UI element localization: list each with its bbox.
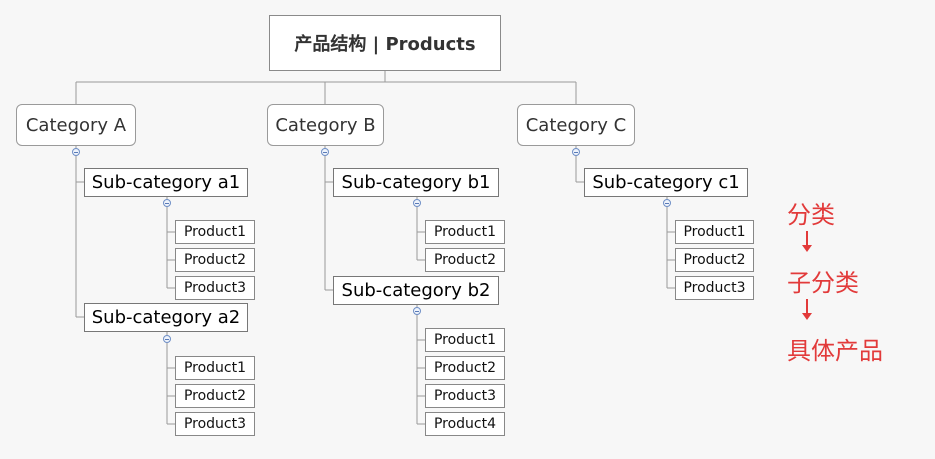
subcategory-node-b2[interactable]: Sub-category b2	[333, 276, 499, 305]
down-arrow-icon	[802, 299, 812, 320]
product-node[interactable]: Product1	[175, 220, 255, 244]
product-node[interactable]: Product3	[175, 276, 255, 300]
product-node[interactable]: Product2	[675, 248, 754, 272]
collapse-minus-icon[interactable]	[163, 335, 171, 343]
legend-level-product: 具体产品	[787, 337, 883, 365]
collapse-minus-icon[interactable]	[413, 307, 421, 315]
product-node[interactable]: Product3	[675, 276, 754, 300]
legend-level-category: 分类	[787, 201, 835, 229]
product-node[interactable]: Product3	[425, 384, 505, 408]
collapse-minus-icon[interactable]	[72, 148, 80, 156]
category-node-c[interactable]: Category C	[517, 104, 635, 146]
collapse-minus-icon[interactable]	[163, 199, 171, 207]
product-node[interactable]: Product4	[425, 412, 505, 436]
collapse-minus-icon[interactable]	[321, 148, 329, 156]
category-node-b[interactable]: Category B	[267, 104, 384, 146]
subcategory-node-a2[interactable]: Sub-category a2	[84, 303, 248, 332]
subcategory-node-a1[interactable]: Sub-category a1	[84, 168, 248, 197]
root-node[interactable]: 产品结构 | Products	[269, 15, 501, 71]
category-node-a[interactable]: Category A	[16, 104, 136, 146]
subcategory-node-b1[interactable]: Sub-category b1	[333, 168, 499, 197]
product-node[interactable]: Product2	[175, 248, 255, 272]
product-node[interactable]: Product2	[425, 356, 505, 380]
product-node[interactable]: Product3	[175, 412, 255, 436]
legend-level-subcategory: 子分类	[787, 269, 859, 297]
product-node[interactable]: Product2	[175, 384, 255, 408]
collapse-minus-icon[interactable]	[572, 148, 580, 156]
collapse-minus-icon[interactable]	[413, 199, 421, 207]
down-arrow-icon	[802, 231, 812, 252]
subcategory-node-c1[interactable]: Sub-category c1	[584, 168, 748, 197]
collapse-minus-icon[interactable]	[663, 199, 671, 207]
product-node[interactable]: Product2	[425, 248, 505, 272]
product-node[interactable]: Product1	[425, 220, 505, 244]
product-node[interactable]: Product1	[175, 356, 255, 380]
product-node[interactable]: Product1	[425, 328, 505, 352]
product-node[interactable]: Product1	[675, 220, 754, 244]
